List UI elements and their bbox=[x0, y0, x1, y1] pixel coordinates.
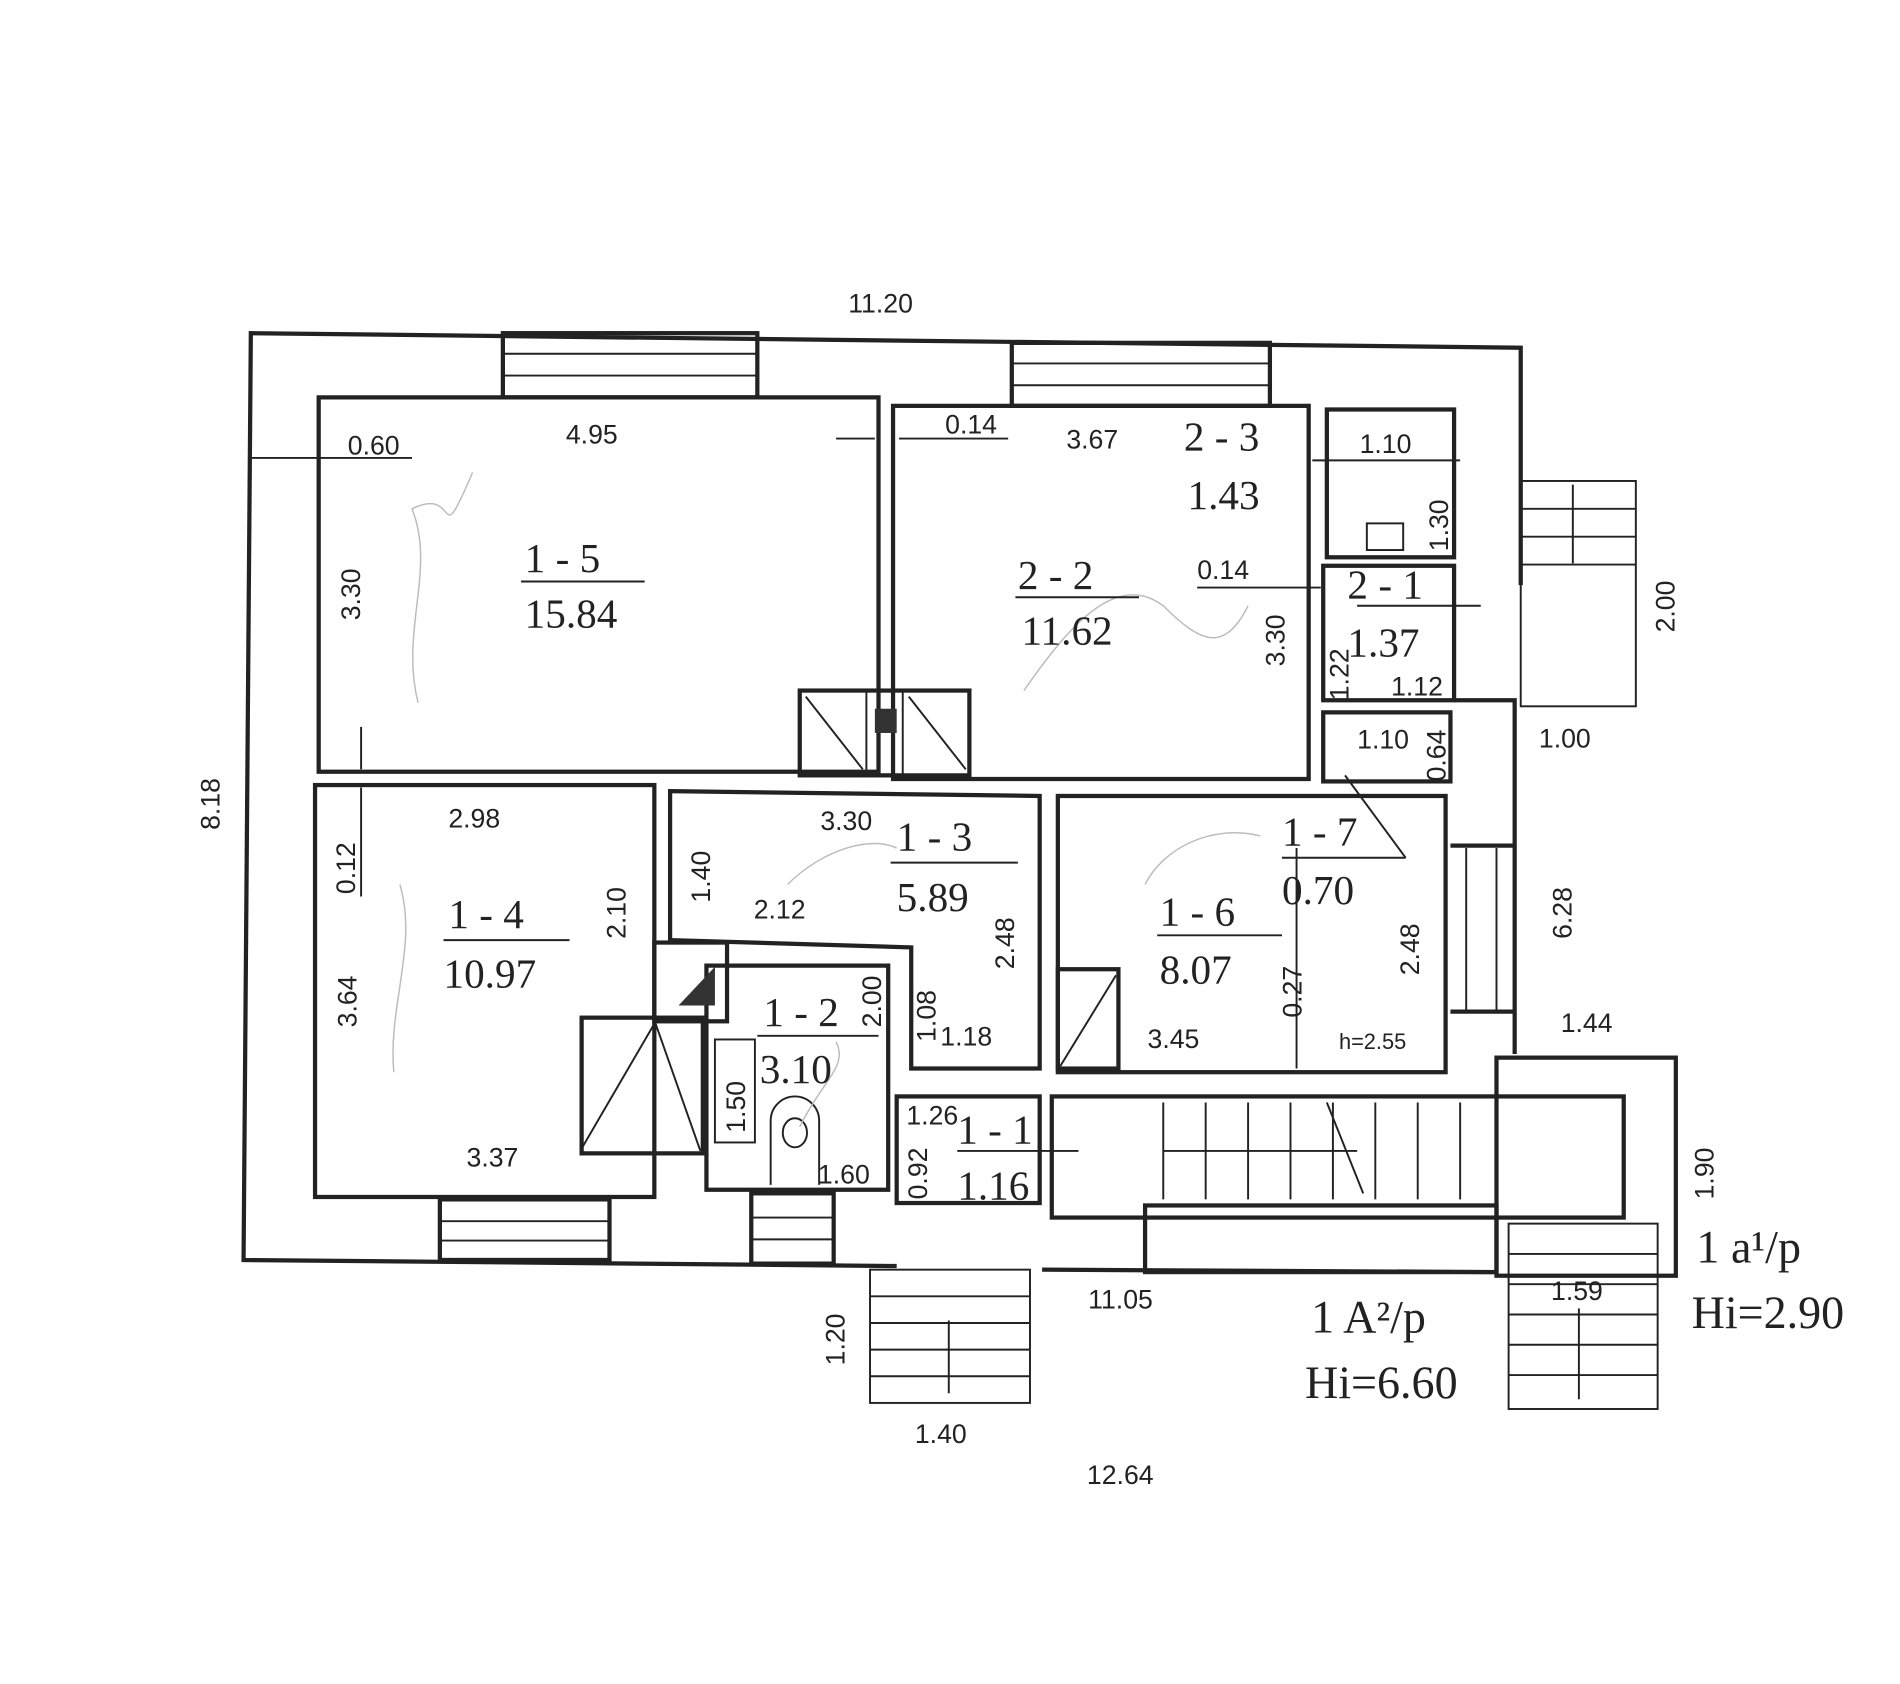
dimension-label: 1.44 bbox=[1561, 1008, 1613, 1038]
room-2-3-area: 1.43 bbox=[1188, 472, 1260, 518]
dimension-label: 1.20 bbox=[821, 1314, 851, 1366]
dimension-label: 3.30 bbox=[820, 806, 872, 836]
dimension-label: 3.64 bbox=[332, 975, 362, 1027]
dimension-label: 2.10 bbox=[601, 887, 631, 939]
dimension-label: 0.60 bbox=[348, 430, 400, 460]
dimension-label: 12.64 bbox=[1087, 1460, 1154, 1490]
dimension-label: 4.95 bbox=[566, 419, 618, 449]
dimension-label: 0.92 bbox=[903, 1148, 933, 1200]
dimension-label: 1.00 bbox=[1539, 724, 1591, 754]
room-1-3-id: 1 - 3 bbox=[897, 813, 973, 859]
dimension-label: 1.26 bbox=[906, 1100, 958, 1130]
dimension-label: 0.14 bbox=[1197, 555, 1249, 585]
room-1-2-id: 1 - 2 bbox=[763, 989, 839, 1035]
dimension-label: 11.20 bbox=[848, 289, 913, 319]
room-2-1-id: 2 - 1 bbox=[1347, 561, 1423, 607]
dimension-label: 3.67 bbox=[1066, 424, 1118, 454]
dimension-label: h=2.55 bbox=[1339, 1029, 1406, 1054]
room-1-4-id: 1 - 4 bbox=[448, 891, 524, 937]
dimension-label: 0.64 bbox=[1422, 729, 1452, 781]
room-1-1-area: 1.16 bbox=[957, 1162, 1029, 1208]
walls bbox=[241, 331, 1678, 1410]
dimension-label: 3.30 bbox=[1260, 614, 1290, 666]
dimension-label: 0.27 bbox=[1277, 966, 1307, 1018]
room-1-7-area: 0.70 bbox=[1282, 867, 1354, 913]
room-1-7-id: 1 - 7 bbox=[1282, 809, 1358, 855]
room-1-2-area: 3.10 bbox=[760, 1046, 832, 1092]
dimension-label: 2.48 bbox=[990, 917, 1020, 969]
dimension-label: 1.60 bbox=[818, 1160, 870, 1190]
dimension-label: 2.00 bbox=[857, 976, 887, 1028]
dimension-label: 2.48 bbox=[1395, 923, 1425, 975]
dimension-label: 2.00 bbox=[1651, 581, 1681, 633]
dimension-label: 3.37 bbox=[467, 1143, 519, 1173]
room-1-1-id: 1 - 1 bbox=[957, 1107, 1033, 1153]
room-1-4-area: 10.97 bbox=[443, 950, 536, 996]
dimension-label: 6.28 bbox=[1548, 887, 1578, 939]
block-height-annex: Hi=2.90 bbox=[1692, 1287, 1845, 1338]
block-height-main: Hi=6.60 bbox=[1305, 1357, 1458, 1408]
room-2-2-area: 11.62 bbox=[1021, 608, 1112, 654]
dimension-label: 1.10 bbox=[1357, 725, 1409, 755]
dimension-label: 1.08 bbox=[911, 990, 941, 1042]
dimension-label: 0.12 bbox=[331, 842, 361, 894]
dimension-label: 1.18 bbox=[940, 1022, 992, 1052]
block-labels: 1 A²/p Hi=6.60 1 a¹/p Hi=2.90 bbox=[1305, 1221, 1844, 1408]
dimension-label: 1.12 bbox=[1391, 671, 1443, 701]
dimension-label: 3.30 bbox=[336, 568, 366, 620]
room-2-2-id: 2 - 2 bbox=[1018, 552, 1094, 598]
room-1-3-area: 5.89 bbox=[897, 874, 969, 920]
block-name-annex: 1 a¹/p bbox=[1696, 1221, 1801, 1272]
dimension-label: 2.98 bbox=[448, 803, 500, 833]
room-1-6-area: 8.07 bbox=[1160, 947, 1232, 993]
dimension-label: 1.40 bbox=[686, 851, 716, 903]
room-2-3-id: 2 - 3 bbox=[1184, 414, 1260, 460]
dimension-label: 8.18 bbox=[195, 778, 225, 830]
dimension-label: 1.50 bbox=[721, 1081, 751, 1133]
dimension-label: 1.59 bbox=[1551, 1276, 1603, 1306]
dimension-label: 1.10 bbox=[1360, 429, 1412, 459]
room-2-1-area: 1.37 bbox=[1347, 620, 1419, 666]
room-labels: 1 - 5 15.84 2 - 2 11.62 2 - 3 1.43 2 - 1… bbox=[443, 414, 1481, 1208]
block-name-main: 1 A²/p bbox=[1311, 1292, 1426, 1343]
dimension-label: 2.12 bbox=[754, 894, 806, 924]
dimension-label: 1.90 bbox=[1689, 1148, 1719, 1200]
dimension-label: 3.45 bbox=[1148, 1024, 1200, 1054]
dimension-label: 1.22 bbox=[1325, 648, 1355, 700]
dimension-label: 1.40 bbox=[915, 1419, 967, 1449]
room-1-6-id: 1 - 6 bbox=[1160, 889, 1236, 935]
dimension-label: 0.14 bbox=[945, 410, 997, 440]
room-1-5-id: 1 - 5 bbox=[525, 535, 601, 581]
dimension-label: 11.05 bbox=[1088, 1284, 1153, 1314]
dimension-labels: 11.20 0.60 4.95 3.30 8.18 0.14 3.67 1.10… bbox=[195, 289, 1719, 1491]
room-1-5-area: 15.84 bbox=[525, 591, 618, 637]
dimension-label: 1.30 bbox=[1424, 499, 1454, 551]
